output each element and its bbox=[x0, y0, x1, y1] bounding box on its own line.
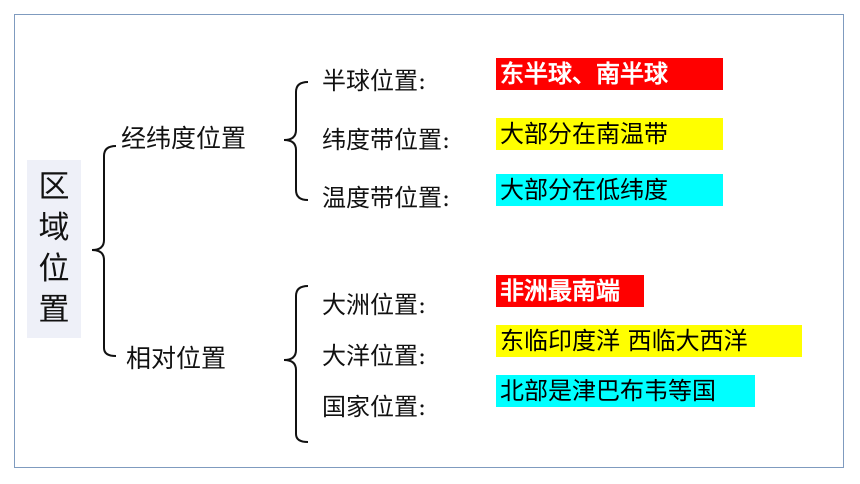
answer-highlight: 东临印度洋 西临大西洋 bbox=[496, 325, 802, 357]
root-char: 置 bbox=[38, 292, 70, 328]
root-brace bbox=[91, 145, 117, 357]
answer-highlight: 大部分在低纬度 bbox=[496, 174, 723, 206]
root-char: 域 bbox=[38, 210, 70, 246]
answer-highlight: 大部分在南温带 bbox=[496, 118, 723, 150]
root-char: 区 bbox=[38, 169, 70, 205]
root-char: 位 bbox=[38, 251, 70, 287]
item-label: 半球位置: bbox=[322, 67, 427, 95]
branch2-brace bbox=[283, 285, 309, 443]
answer-highlight: 非洲最南端 bbox=[496, 275, 644, 307]
item-label: 大洲位置: bbox=[322, 291, 427, 319]
answer-highlight: 北部是津巴布韦等国 bbox=[496, 375, 755, 407]
item-label: 国家位置: bbox=[322, 393, 427, 421]
branch1-brace bbox=[283, 81, 309, 201]
branch-label: 经纬度位置 bbox=[121, 124, 247, 153]
branch-label: 相对位置 bbox=[126, 344, 227, 373]
item-label: 纬度带位置: bbox=[322, 126, 451, 154]
answer-highlight: 东半球、南半球 bbox=[496, 58, 723, 90]
root-node: 区 域 位 置 bbox=[27, 160, 81, 338]
item-label: 温度带位置: bbox=[322, 184, 451, 212]
slide-frame bbox=[14, 14, 844, 468]
item-label: 大洋位置: bbox=[322, 342, 427, 370]
